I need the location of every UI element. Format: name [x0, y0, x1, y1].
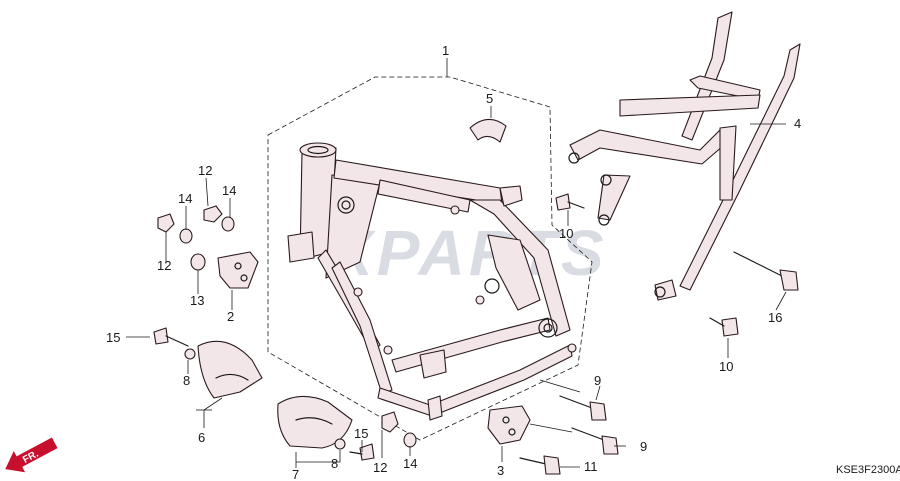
washer-14c: [403, 432, 417, 448]
callout-8b: 8: [331, 456, 338, 471]
engine-hanger-plate-rear: [487, 405, 531, 445]
callout-1: 1: [442, 43, 449, 58]
bolt-10b: [709, 317, 739, 337]
callout-12c: 12: [373, 460, 387, 475]
flange-nut-12a: [203, 205, 223, 223]
frame-guard-left: [197, 340, 263, 399]
callout-13: 13: [190, 293, 204, 308]
flange-nut-12b: [157, 213, 175, 233]
callout-16: 16: [768, 310, 782, 325]
callout-10b: 10: [719, 359, 733, 374]
callout-4: 4: [794, 116, 801, 131]
callout-7: 7: [292, 467, 299, 481]
callout-11: 11: [584, 459, 598, 474]
washer-14a: [221, 216, 235, 232]
washer-8a: [184, 348, 196, 360]
washer-8b: [334, 438, 346, 450]
main-frame: [287, 142, 577, 421]
callout-9a: 9: [594, 373, 601, 388]
callout-15a: 15: [106, 330, 120, 345]
callout-14b: 14: [178, 191, 192, 206]
callout-3: 3: [497, 463, 504, 478]
bolt-10a: [555, 193, 585, 211]
callout-9b: 9: [640, 439, 647, 454]
catalog-code: KSE3F2300A: [836, 464, 900, 476]
washer-14b: [179, 228, 193, 244]
frame-assembly-boundary: [267, 76, 593, 441]
watermark: XPARTS: [327, 217, 608, 289]
callout-5: 5: [486, 91, 493, 106]
bolt-9b: [571, 427, 619, 455]
callout-2: 2: [227, 309, 234, 324]
front-direction-arrow: FR.: [5, 437, 58, 473]
bolt-15b: [349, 443, 375, 461]
collar-13: [190, 253, 206, 271]
rear-subframe: [568, 11, 801, 301]
callout-12a: 12: [198, 163, 212, 178]
callout-6: 6: [198, 430, 205, 445]
callouts: 1 2 3 4 5 6 7 8 8 9 9 10 10 11 12 12 12 …: [106, 43, 801, 481]
bolt-15a: [153, 327, 189, 347]
leader-lines: [126, 58, 787, 468]
flange-nut-12c: [381, 411, 399, 433]
callout-8a: 8: [183, 373, 190, 388]
bolt-16: [733, 251, 799, 291]
callout-10a: 10: [559, 226, 573, 241]
bolt-11: [519, 455, 561, 475]
bolt-9a: [559, 395, 607, 421]
engine-hanger-plate-front: [217, 251, 259, 289]
frame-cap: [469, 118, 507, 143]
callout-12b: 12: [157, 258, 171, 273]
callout-14c: 14: [403, 456, 417, 471]
callout-15b: 15: [354, 426, 368, 441]
callout-14a: 14: [222, 183, 236, 198]
